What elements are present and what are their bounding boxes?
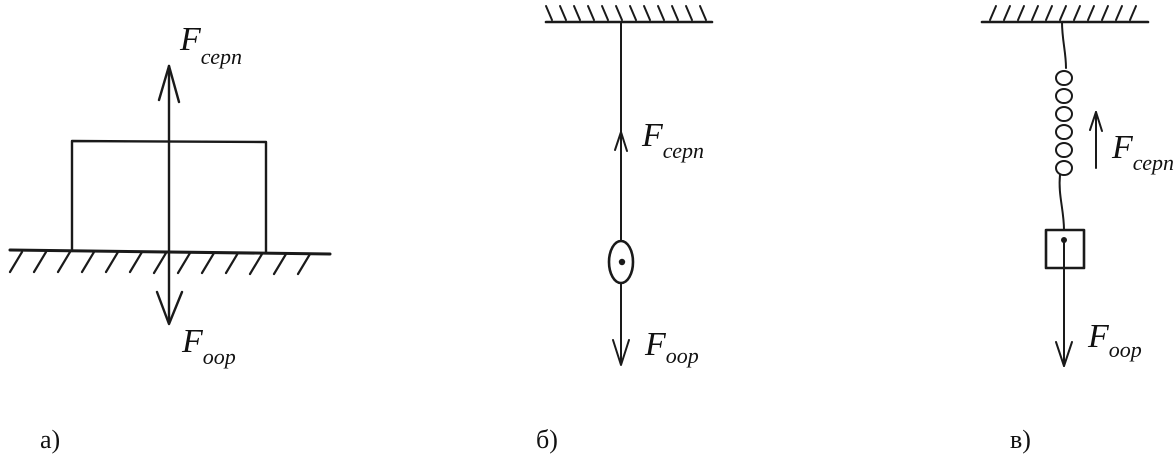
panel-c-bottom-wire	[1058, 174, 1065, 231]
panel-c-upper-force-label: Fсерп	[1111, 129, 1174, 175]
panel-a: Fсерп Fоор а)	[8, 21, 332, 454]
panel-c-ceiling-hatching	[989, 5, 1137, 21]
panel-b-ceiling-hatching	[545, 5, 707, 21]
panel-a-lower-arrowhead	[155, 290, 184, 326]
panel-b-lower-arrowhead	[612, 339, 630, 366]
panel-b-ball-center	[618, 258, 626, 266]
panel-c: Fсерп Fоор в)	[980, 5, 1174, 454]
panel-c-top-wire	[1061, 21, 1067, 69]
panel-b-upper-force-label: Fсерп	[641, 117, 704, 163]
panel-a-upper-force-label: Fсерп	[179, 21, 242, 69]
panel-c-spring	[1055, 70, 1073, 176]
panel-c-caption: в)	[1010, 425, 1031, 454]
panel-b-caption: б)	[536, 425, 558, 454]
panel-a-ground-hatching	[8, 250, 312, 276]
panel-c-block-center	[1061, 237, 1067, 243]
panel-a-upper-arrowhead	[157, 64, 181, 104]
panel-c-lower-force-label: Fоор	[1087, 318, 1142, 362]
panel-b: Fсерп Fоор б)	[536, 5, 714, 454]
panel-a-lower-force-label: Fоор	[181, 323, 236, 369]
panel-a-caption: а)	[40, 425, 60, 454]
panel-b-upper-arrowhead	[614, 131, 628, 152]
panel-c-lower-arrowhead	[1055, 341, 1073, 367]
panel-b-lower-force-label: Fоор	[644, 326, 699, 368]
panel-c-upper-arrowhead	[1089, 111, 1103, 132]
